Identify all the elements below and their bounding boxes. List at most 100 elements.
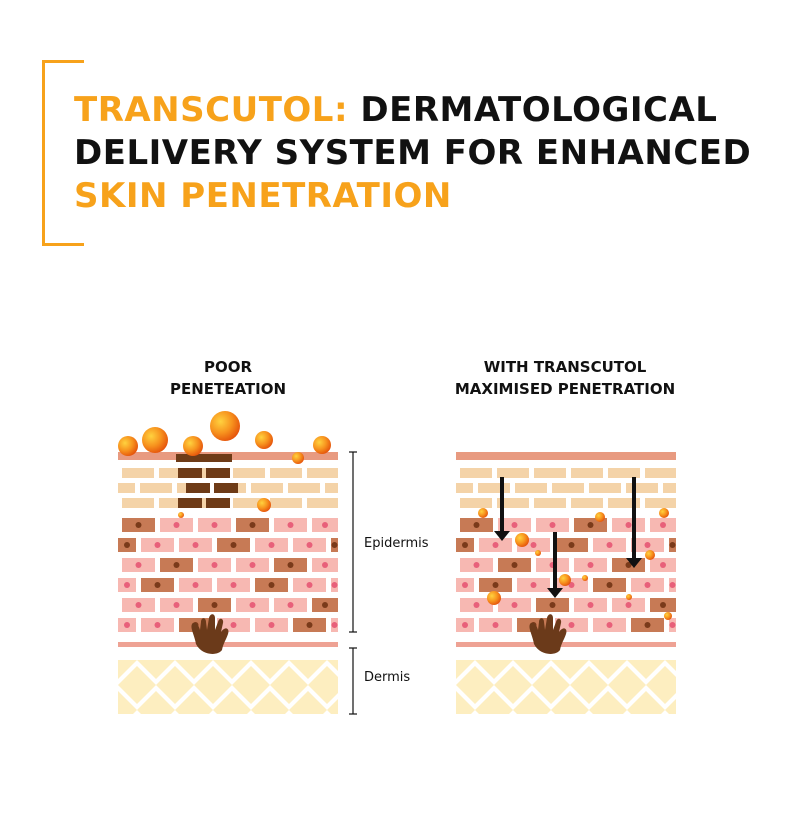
particle-icon (313, 436, 331, 454)
stratum-brick (645, 468, 676, 478)
particle-icon (142, 427, 168, 453)
stratum-brick (288, 483, 320, 493)
cell-nucleus (306, 622, 313, 628)
dermis-pattern (118, 660, 338, 714)
cell-nucleus (511, 602, 518, 608)
basal-layer (118, 642, 338, 647)
cell-nucleus (462, 542, 468, 548)
particle-icon (664, 612, 672, 620)
stratum-brick (608, 468, 640, 478)
cell-nucleus (287, 562, 294, 568)
stratum-brick (552, 483, 584, 493)
particle-icon (595, 512, 605, 522)
stratum-brick (589, 483, 621, 493)
stratum-brick (460, 468, 492, 478)
skin-surface (456, 452, 676, 460)
stratum-brick (140, 483, 172, 493)
cell-nucleus (669, 582, 676, 588)
stratum-brick (645, 498, 676, 508)
particle-icon (515, 533, 529, 547)
cell-nucleus (192, 542, 199, 548)
cell-nucleus (660, 562, 666, 568)
stratum-brick (571, 498, 603, 508)
barrier-brick (206, 468, 230, 478)
cell-nucleus (154, 542, 161, 548)
title-line2: DELIVERY SYSTEM FOR ENHANCED (74, 133, 752, 173)
cell-nucleus (124, 582, 130, 588)
cell-nucleus (587, 522, 594, 528)
cell-nucleus (473, 562, 480, 568)
cell-nucleus (249, 602, 256, 608)
cell-nucleus (660, 602, 666, 608)
cell-nucleus (625, 522, 632, 528)
stratum-brick (118, 483, 135, 493)
cell-nucleus (568, 622, 575, 628)
cell-nucleus (606, 622, 613, 628)
right-label-line2: MAXIMISED PENETRATION (454, 380, 676, 398)
cell-nucleus (625, 602, 632, 608)
stratum-brick (159, 498, 191, 508)
cell-nucleus (192, 582, 199, 588)
cell-nucleus (211, 522, 218, 528)
particle-icon (292, 452, 304, 464)
left-panel-label: POOR PENETEATION (128, 356, 328, 400)
cell-nucleus (230, 542, 237, 548)
stratum-brick (608, 498, 640, 508)
dermis-label: Dermis (364, 670, 411, 685)
particle-icon (210, 411, 240, 441)
barrier-brick (214, 483, 238, 493)
epidermis-label: Epidermis (364, 536, 429, 551)
cell-nucleus (568, 542, 575, 548)
stratum-brick (534, 468, 566, 478)
cell-nucleus (124, 622, 130, 628)
cell-nucleus (306, 582, 313, 588)
cell-nucleus (669, 622, 676, 628)
cell-nucleus (230, 582, 237, 588)
particle-icon (582, 575, 588, 581)
stratum-brick (456, 483, 473, 493)
cell-nucleus (462, 622, 468, 628)
cell-nucleus (669, 542, 676, 548)
stratum-brick (497, 468, 529, 478)
cell-nucleus (462, 582, 468, 588)
cell-nucleus (154, 622, 161, 628)
page-title: TRANSCUTOL: DERMATOLOGICAL DELIVERY SYST… (74, 89, 794, 218)
cell-nucleus (644, 582, 651, 588)
basal-layer (456, 642, 676, 647)
stratum-brick (233, 468, 265, 478)
cell-nucleus (568, 582, 575, 588)
cell-nucleus (473, 602, 480, 608)
right-panel-label: WITH TRANSCUTOL MAXIMISED PENETRATION (440, 356, 690, 400)
particle-icon (255, 431, 273, 449)
right-label-line1: WITH TRANSCUTOL (483, 358, 647, 376)
cell-nucleus (211, 562, 218, 568)
stratum-brick (122, 468, 154, 478)
cell-nucleus (268, 582, 275, 588)
barrier-brick (178, 468, 202, 478)
cell-nucleus (306, 542, 313, 548)
title-part2: DERMATOLOGICAL (348, 90, 718, 130)
cell-nucleus (249, 562, 256, 568)
stratum-brick (663, 483, 676, 493)
particle-icon (626, 594, 632, 600)
cell-nucleus (135, 602, 142, 608)
cell-nucleus (322, 602, 328, 608)
cell-nucleus (249, 522, 256, 528)
cell-nucleus (322, 562, 328, 568)
barrier-brick (206, 498, 230, 508)
particle-icon (183, 436, 203, 456)
dermis-pattern (456, 660, 676, 714)
arrowhead (547, 588, 563, 598)
stratum-brick (122, 498, 154, 508)
cell-nucleus (322, 522, 328, 528)
cell-nucleus (492, 542, 499, 548)
particle-icon (535, 550, 541, 556)
cell-nucleus (587, 562, 594, 568)
stratum-brick (307, 468, 338, 478)
cell-nucleus (473, 522, 480, 528)
stratum-brick (233, 498, 265, 508)
cell-nucleus (287, 602, 294, 608)
stratum-brick (534, 498, 566, 508)
cell-nucleus (230, 622, 237, 628)
